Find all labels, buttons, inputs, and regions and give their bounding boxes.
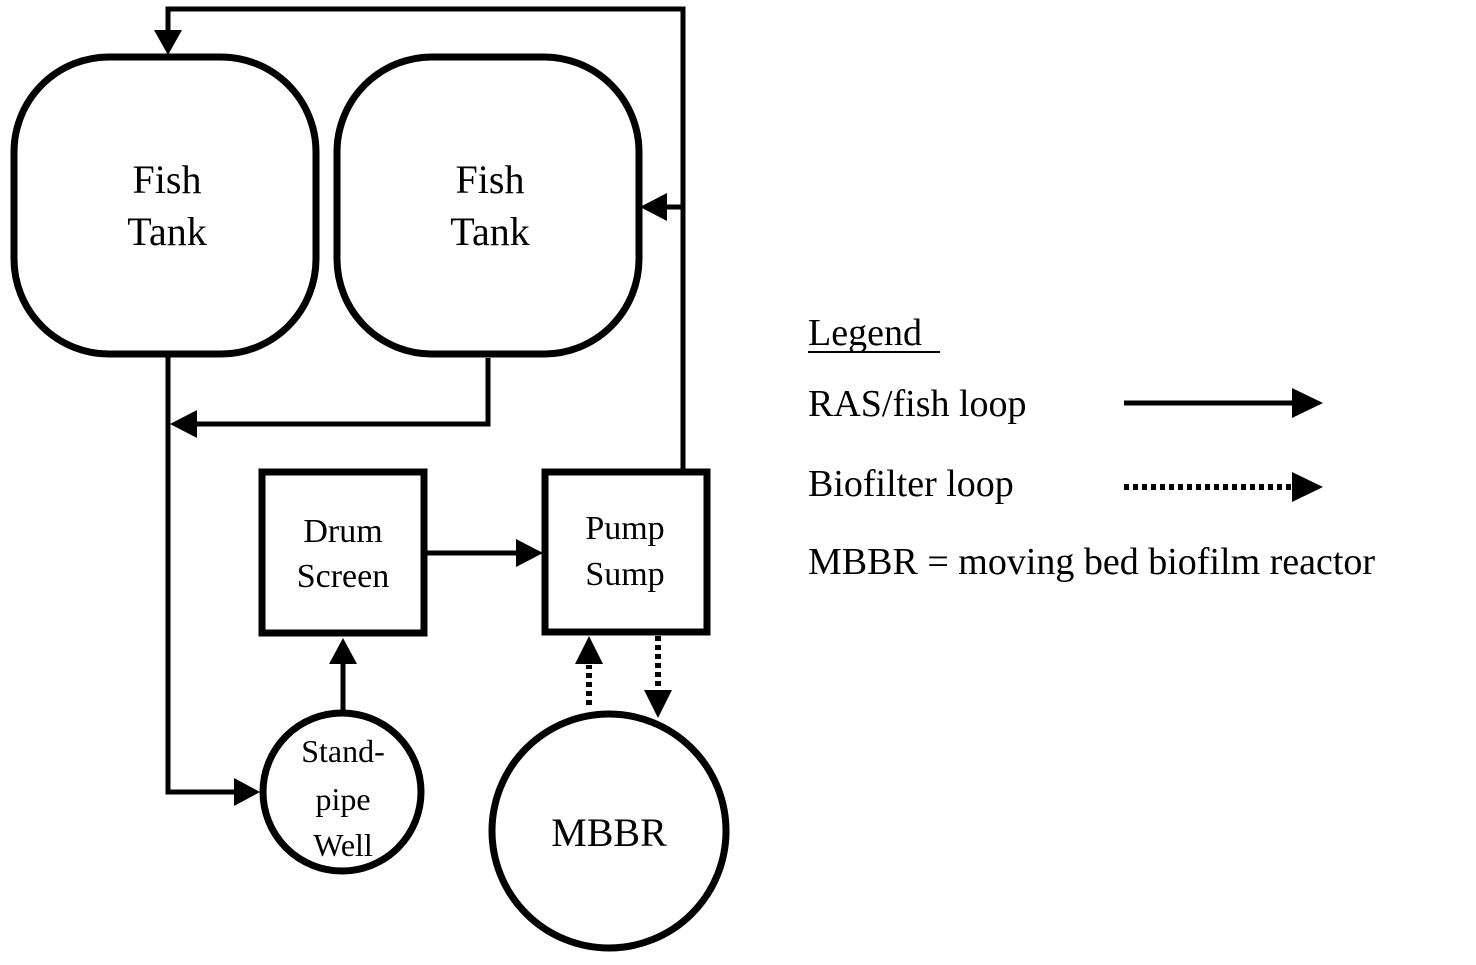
arrowhead-biofilter-into-mbbr <box>644 690 672 718</box>
fish-tank-2-label-line2: Tank <box>450 209 529 254</box>
standpipe-well-label-line1: Stand- <box>301 733 385 769</box>
standpipe-well-label-line2: pipe <box>315 781 370 817</box>
drain-line-fish-tank-2 <box>195 358 491 427</box>
arrowhead-drain-junction <box>170 410 197 438</box>
drum-screen-label-line2: Screen <box>297 558 390 595</box>
standpipe-well-label-line3: Well <box>313 827 373 863</box>
arrowhead-into-pump-sump <box>516 539 543 567</box>
legend-mbbr-abbreviation: MBBR = moving bed biofilm reactor <box>808 541 1375 583</box>
mbbr-label: MBBR <box>551 810 667 855</box>
arrowhead-into-standpipe-well <box>234 778 260 806</box>
pump-sump-label-line1: Pump <box>585 510 664 547</box>
fish-tank-2 <box>333 53 643 358</box>
return-line-to-fish-tank-1 <box>165 6 686 472</box>
legend-ras-loop-label: RAS/fish loop <box>808 383 1027 425</box>
legend-biofilter-loop-arrowhead <box>1292 472 1323 502</box>
arrowhead-biofilter-into-sump <box>575 636 603 664</box>
standpipe-well <box>259 709 425 875</box>
fish-tank-2-label-line1: Fish <box>456 157 525 202</box>
fish-tank-1-label-line1: Fish <box>133 157 202 202</box>
fish-tank-1-label-line2: Tank <box>127 209 206 254</box>
pump-sump <box>541 468 711 636</box>
legend-title: Legend <box>808 312 922 354</box>
drum-screen <box>258 468 428 637</box>
legend-biofilter-loop-label: Biofilter loop <box>808 463 1014 505</box>
fish-tank-1 <box>10 53 320 358</box>
arrowhead-into-drum-screen <box>329 638 357 664</box>
drain-line-fish-tank-1 <box>165 356 240 795</box>
mbbr-reactor <box>488 710 730 952</box>
drum-screen-label-line1: Drum <box>303 513 382 550</box>
pump-sump-label-line2: Sump <box>585 556 664 593</box>
arrowhead-into-fish-tank-2 <box>640 193 667 221</box>
legend-ras-loop-arrowhead <box>1292 388 1323 418</box>
arrowhead-into-fish-tank-1 <box>154 30 182 55</box>
